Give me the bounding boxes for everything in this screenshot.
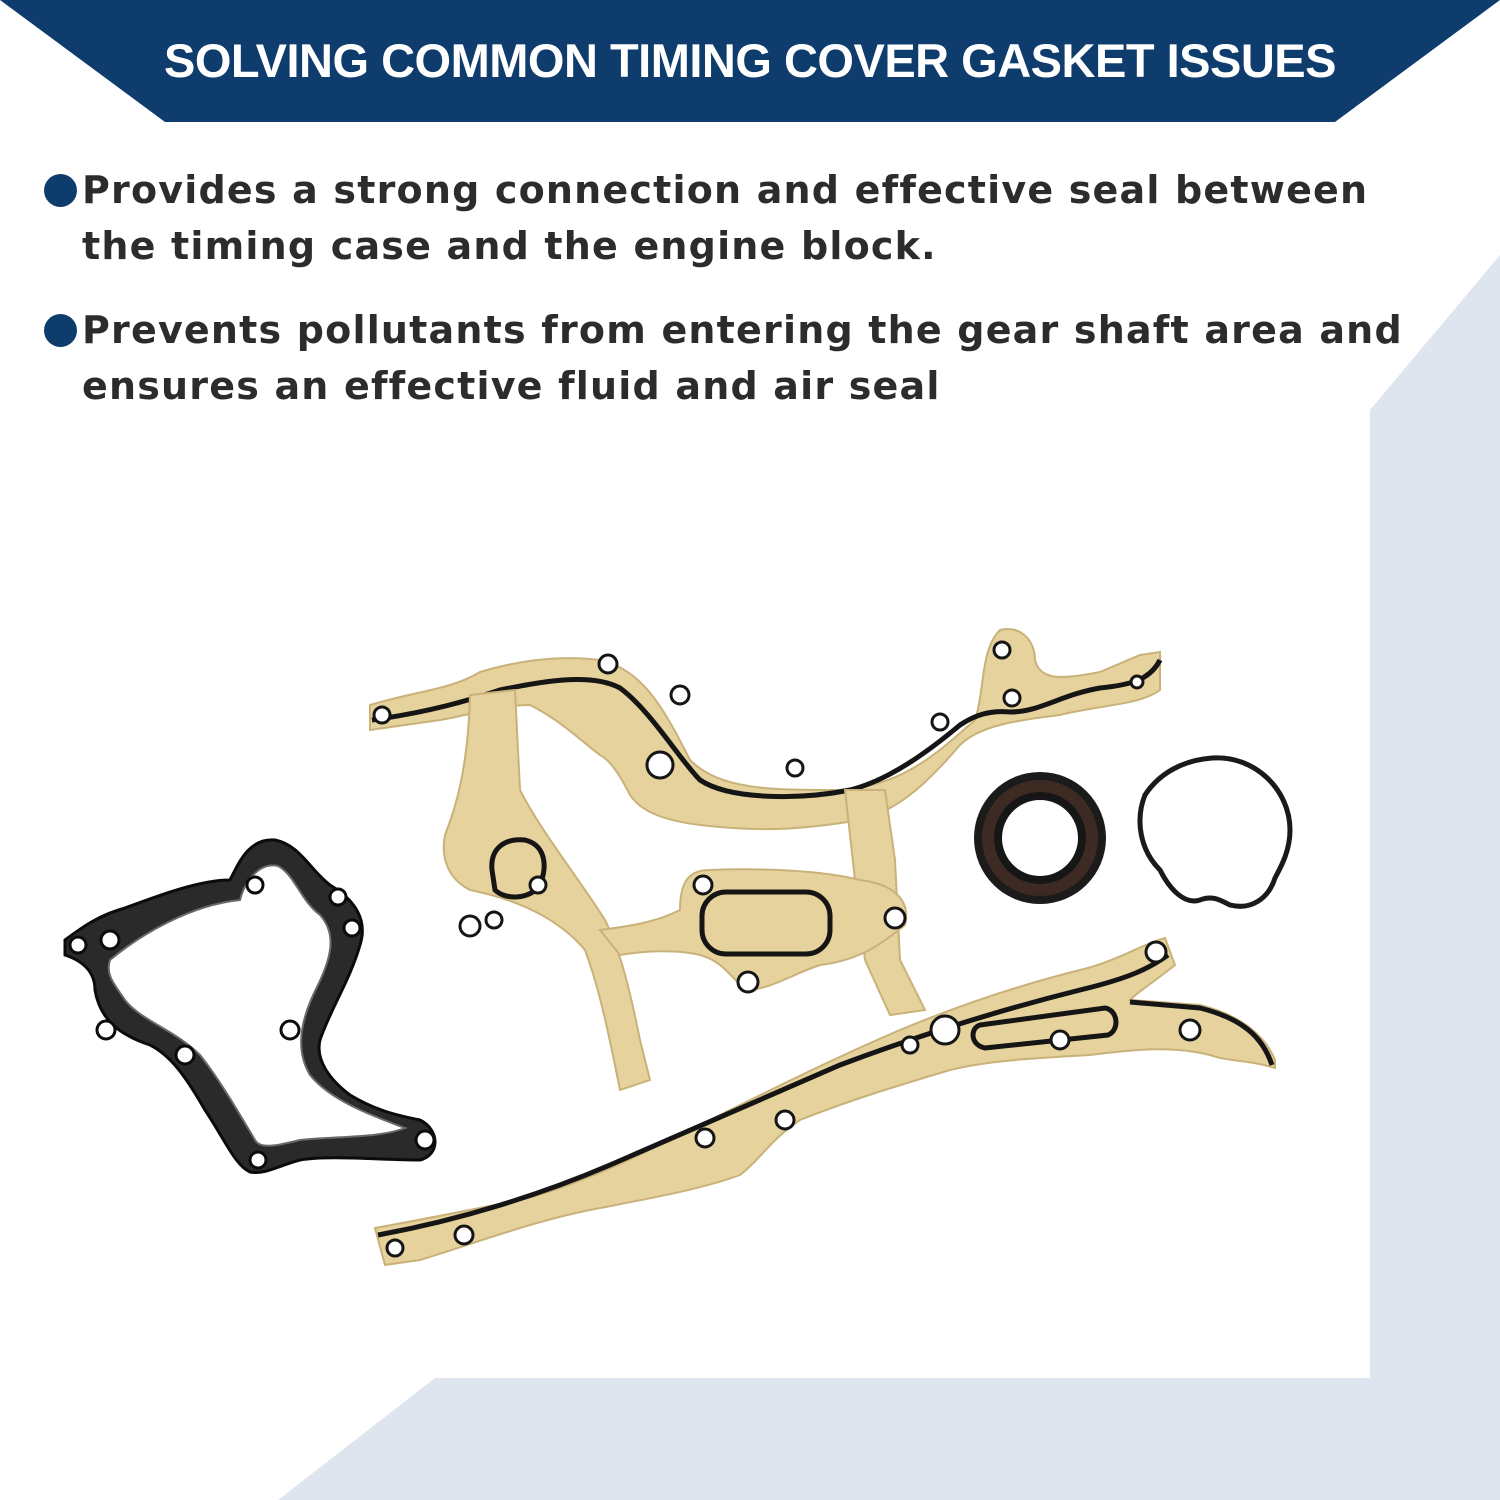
feature-text: Provides a strong connection and effecti…: [82, 168, 1369, 268]
accent-panel: [278, 255, 1500, 1500]
o-ring-image: [1137, 755, 1293, 909]
header-banner: [0, 0, 1500, 122]
bullet-dot-icon: [44, 314, 77, 347]
front-cover-gasket-image: [369, 628, 1276, 1267]
product-photo: [63, 628, 1293, 1267]
bullet-dot-icon: [44, 174, 77, 207]
page-title: SOLVING COMMON TIMING COVER GASKET ISSUE…: [164, 34, 1337, 87]
feature-list: Provides a strong connection and effecti…: [44, 162, 1444, 442]
feature-item: Provides a strong connection and effecti…: [44, 162, 1444, 274]
feature-item: Prevents pollutants from entering the ge…: [44, 302, 1444, 414]
oil-seal-image: [974, 772, 1106, 904]
water-pump-gasket-image: [63, 838, 437, 1175]
feature-text: Prevents pollutants from entering the ge…: [82, 308, 1403, 408]
